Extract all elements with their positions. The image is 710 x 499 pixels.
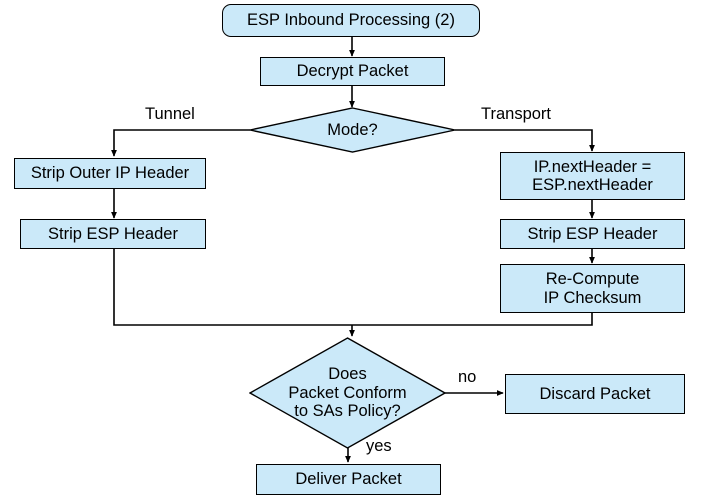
node-discard-packet[interactable]: Discard Packet bbox=[505, 374, 685, 414]
edge-label-yes: yes bbox=[366, 437, 392, 455]
node-ip-nextheader-assign[interactable]: IP.nextHeader = ESP.nextHeader bbox=[500, 152, 685, 200]
edge-label-no: no bbox=[458, 368, 477, 386]
edge-label-tunnel: Tunnel bbox=[145, 105, 195, 123]
edge-left-merge bbox=[113, 249, 352, 326]
node-conform-decision[interactable]: Does Packet Conform to SAs Policy? bbox=[249, 337, 446, 449]
mode-diamond-shape bbox=[249, 107, 456, 153]
edge-right-merge bbox=[352, 313, 593, 326]
edge-label-transport: Transport bbox=[481, 105, 551, 123]
node-decrypt-packet[interactable]: Decrypt Packet bbox=[260, 57, 445, 86]
node-deliver-packet[interactable]: Deliver Packet bbox=[256, 464, 441, 495]
node-strip-esp-header-right[interactable]: Strip ESP Header bbox=[500, 219, 685, 249]
edge-mode-transport bbox=[455, 129, 595, 152]
edge-mode-tunnel bbox=[111, 129, 250, 157]
node-strip-esp-header-left[interactable]: Strip ESP Header bbox=[20, 219, 206, 249]
node-mode-decision[interactable]: Mode? bbox=[249, 107, 456, 153]
node-esp-inbound-processing[interactable]: ESP Inbound Processing (2) bbox=[222, 4, 480, 37]
node-recompute-ip-checksum[interactable]: Re-Compute IP Checksum bbox=[500, 264, 685, 313]
conform-diamond-shape bbox=[249, 337, 446, 449]
node-strip-outer-ip-header[interactable]: Strip Outer IP Header bbox=[14, 158, 206, 189]
